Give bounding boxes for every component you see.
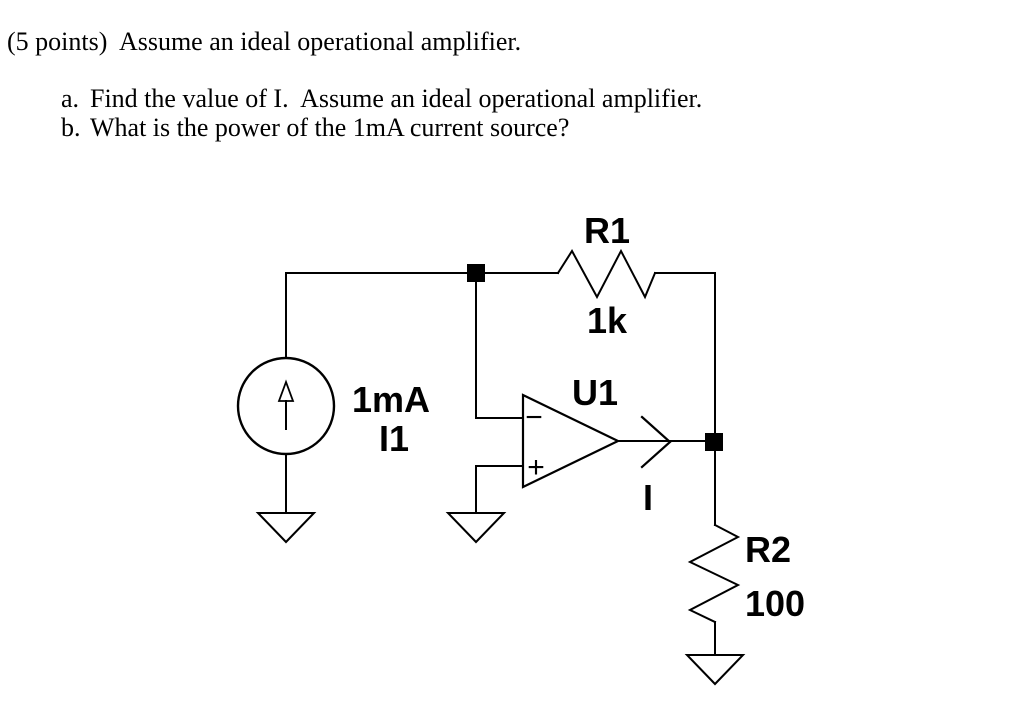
problem-statement: (5 points) Assume an ideal operational a…	[7, 27, 522, 56]
current-source-arrow-head	[277, 379, 295, 402]
ground-icon-source	[255, 512, 317, 544]
wires	[285, 272, 716, 656]
label-r1-value: 1k	[587, 300, 628, 341]
opamp-plus-sign: +	[527, 451, 545, 484]
question-marker-b: b.	[61, 113, 81, 142]
wire-right-rail	[654, 272, 716, 526]
current-source-circle	[236, 356, 336, 456]
resistor-r2	[687, 523, 741, 624]
ground-icon-r2	[684, 654, 746, 686]
label-source-name: I1	[379, 418, 409, 459]
ground-icon-opamp	[445, 512, 507, 544]
current-arrow-icon	[640, 415, 672, 469]
label-r1-name: R1	[584, 210, 630, 251]
label-output-current: I	[643, 477, 653, 518]
opamp-minus-sign: −	[525, 401, 543, 434]
question-list: a. Find the value of I. Assume an ideal o…	[61, 84, 702, 142]
question-marker-a: a.	[61, 84, 80, 113]
question-text-b: What is the power of the 1mA current sou…	[90, 113, 570, 142]
label-r2-value: 100	[745, 583, 805, 624]
junction-node-output	[705, 433, 723, 451]
label-opamp-name: U1	[572, 372, 618, 413]
junction-node-top	[467, 264, 485, 282]
wire-inverting-input	[475, 281, 524, 419]
label-r2-name: R2	[745, 529, 791, 570]
question-item-b: b. What is the power of the 1mA current s…	[61, 113, 702, 142]
label-source-value: 1mA	[352, 379, 430, 420]
opamp: − +	[521, 393, 621, 489]
current-source	[236, 356, 336, 456]
question-text-a: Find the value of I. Assume an ideal ope…	[90, 84, 703, 113]
opamp-triangle	[521, 393, 621, 489]
question-item-a: a. Find the value of I. Assume an ideal o…	[61, 84, 702, 113]
wire-noninverting-input	[475, 465, 524, 514]
ground-symbols	[255, 512, 746, 686]
resistor-r1	[556, 248, 657, 300]
